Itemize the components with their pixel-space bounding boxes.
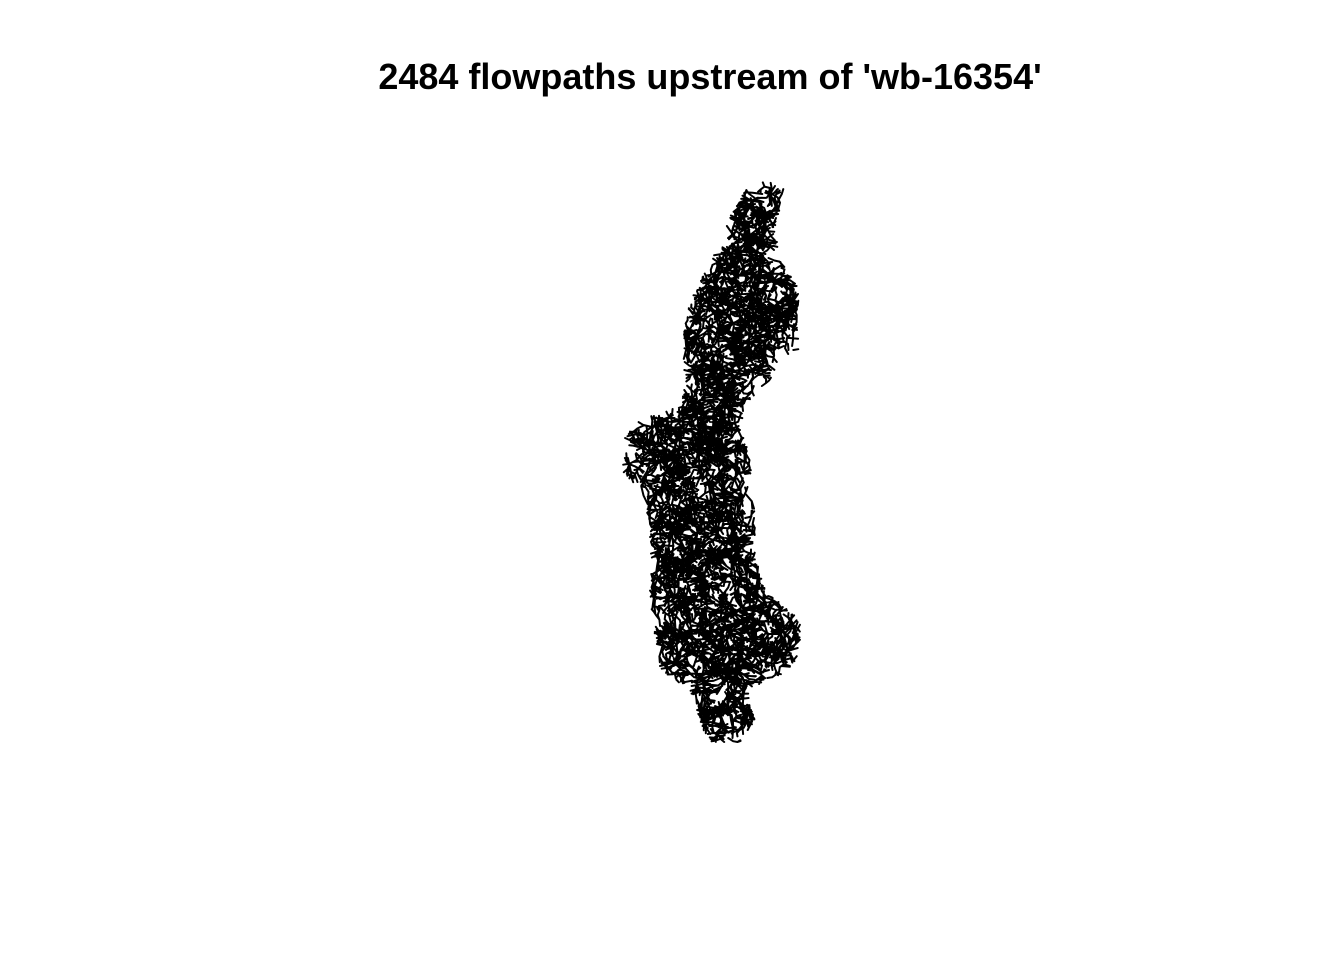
flowpath-lines: [622, 181, 801, 743]
flowpath-segments: [622, 181, 801, 743]
plot-title: 2484 flowpaths upstream of 'wb-16354': [378, 56, 1042, 97]
